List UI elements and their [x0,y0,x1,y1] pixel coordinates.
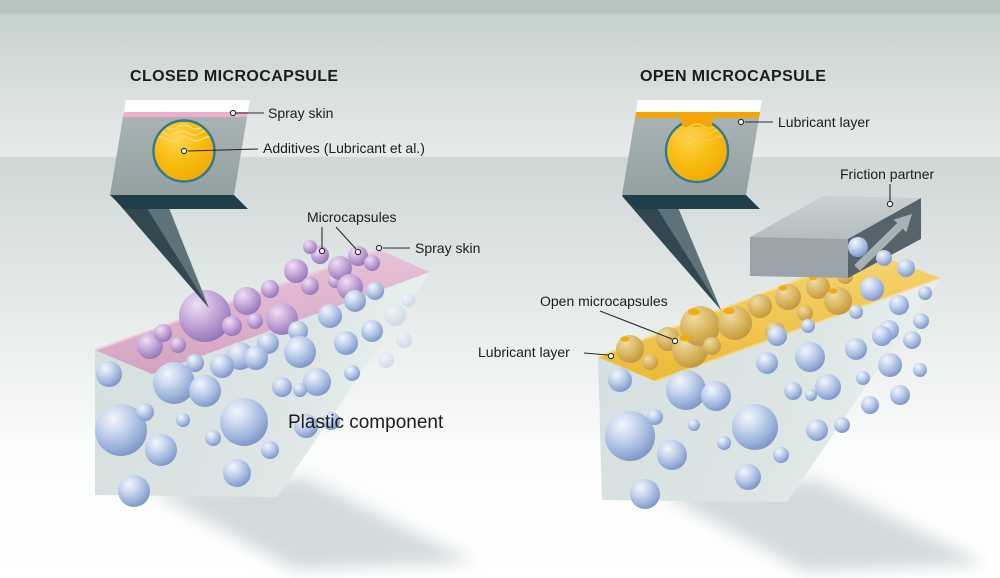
spray-skin-strip [123,112,248,117]
leader-dot [229,109,237,117]
open-microcapsule-spheres [616,268,853,370]
inset-white-strip [636,100,762,112]
label-additives: Additives (Lubricant et al.) [263,140,425,156]
leader-dot [607,352,615,360]
leader-dot [354,248,362,256]
callout-pointer-shade [622,196,721,310]
open-block [597,196,941,509]
plastic-block-body [95,250,430,497]
label-spray-skin-block: Spray skin [415,240,480,256]
label-open-microcapsules: Open microcapsules [540,293,668,309]
left-panel-title: CLOSED MICROCAPSULE [130,68,339,85]
plastic-spheres [95,282,384,507]
inset-underside [110,195,248,209]
label-friction-partner: Friction partner [840,166,934,182]
label-lubricant-layer-inset: Lubricant layer [778,114,870,130]
inset-white-strip [124,100,250,112]
friction-partner-block [750,196,921,278]
open-inset [622,100,762,310]
inset-underside [622,195,760,209]
closed-block [94,240,430,507]
ground-shadows [150,478,985,572]
capsule-opening [678,112,716,127]
leader-dot [671,337,679,345]
label-plastic-component: Plastic component [288,412,444,433]
microcapsule-spheres [137,240,380,359]
label-microcapsules: Microcapsules [307,209,396,225]
leader-dot [886,200,894,208]
label-spray-skin-inset: Spray skin [268,105,333,121]
leader-lines [180,109,894,360]
leader-dot [318,247,326,255]
label-lubricant-layer-block: Lubricant layer [478,344,570,360]
leader-dot [375,244,383,252]
leader-dot [737,118,745,126]
leader-dot [180,147,188,155]
callout-pointer-shade [112,196,209,308]
plastic-spheres-faded [378,293,415,368]
sliding-arrow-icon [854,214,912,271]
friction-partner-top [750,196,921,239]
labels: CLOSED MICROCAPSULE OPEN MICROCAPSULE Sp… [130,68,934,433]
right-panel-title: OPEN MICROCAPSULE [640,68,826,85]
closed-inset [110,100,250,308]
plastic-spheres [605,237,932,509]
friction-partner-front [750,237,848,278]
lubricant-capsule [664,118,730,184]
